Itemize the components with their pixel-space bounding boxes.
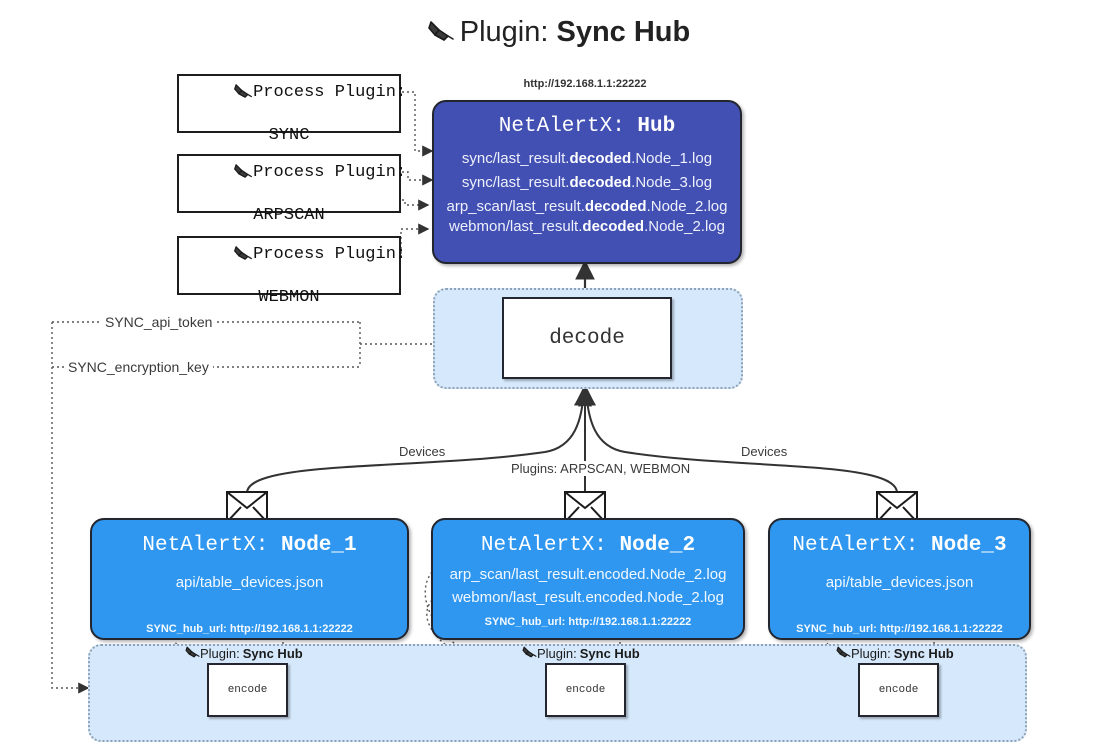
node-log-line: webmon/last_result.encoded.Node_2.log	[452, 589, 724, 606]
node-url-label: SYNC_hub_url: http://192.168.1.1:22222	[484, 616, 692, 628]
title-prefix: Plugin:	[459, 16, 557, 48]
node-box-node-3[interactable]: NetAlertX: Node_3 api/table_devices.json…	[768, 518, 1031, 640]
title-name: Sync Hub	[556, 16, 691, 48]
node-log-line: arp_scan/last_result.encoded.Node_2.log	[449, 566, 727, 583]
node-url-label: SYNC_hub_url: http://192.168.1.1:22222	[796, 623, 1003, 635]
token-label-encryption-key: SYNC_encryption_key	[64, 359, 213, 375]
plug-icon	[172, 61, 253, 126]
envelope-icon	[226, 491, 268, 528]
process-plugin-label: Process Plugin:	[253, 163, 407, 183]
token-label-api: SYNC_api_token	[101, 314, 217, 330]
encode-plugin-label-3: Plugin: Sync Hub	[836, 645, 954, 662]
encode-box-3[interactable]: encode	[858, 663, 939, 717]
page-title: Plugin: Sync Hub	[0, 16, 1117, 52]
plug-icon	[185, 645, 200, 662]
node-box-node-1[interactable]: NetAlertX: Node_1 api/table_devices.json…	[90, 518, 409, 640]
hub-log-line: webmon/last_result.decoded.Node_2.log	[449, 218, 725, 235]
plug-icon	[172, 141, 253, 206]
encode-plugin-label-2: Plugin: Sync Hub	[522, 645, 640, 662]
hub-title: NetAlertX: Hub	[498, 115, 676, 138]
process-plugin-value: ARPSCAN	[253, 206, 325, 226]
plug-icon	[172, 223, 253, 288]
node-log-line: api/table_devices.json	[825, 574, 974, 591]
plug-icon	[522, 645, 537, 662]
hub-box[interactable]: NetAlertX: Hub sync/last_result.decoded.…	[432, 100, 742, 264]
envelope-icon	[876, 491, 918, 528]
hub-log-line: arp_scan/last_result.decoded.Node_2.log	[446, 198, 728, 215]
process-plugin-value: WEBMON	[258, 288, 320, 308]
process-plugin-label: Process Plugin:	[253, 245, 407, 265]
process-plugin-sync[interactable]: Process Plugin: SYNC	[177, 74, 406, 145]
plug-icon	[836, 645, 851, 662]
edge-label-devices-right: Devices	[737, 444, 792, 459]
node-title: NetAlertX: Node_3	[792, 534, 1007, 557]
hub-log-line: sync/last_result.decoded.Node_3.log	[461, 174, 713, 191]
decode-box[interactable]: decode	[502, 297, 672, 379]
edge-label-devices-left: Devices	[395, 444, 450, 459]
encode-plugin-label-1: Plugin: Sync Hub	[185, 645, 303, 662]
node-log-line: api/table_devices.json	[175, 574, 324, 591]
hub-log-line: sync/last_result.decoded.Node_1.log	[461, 150, 713, 167]
encode-box-1[interactable]: encode	[207, 663, 288, 717]
process-plugin-webmon[interactable]: Process Plugin: WEBMON	[177, 236, 406, 307]
edge-label-plugins: Plugins: ARPSCAN, WEBMON	[507, 461, 695, 476]
process-plugin-arpscan[interactable]: Process Plugin: ARPSCAN	[177, 154, 406, 225]
plug-icon	[427, 18, 455, 52]
process-plugin-label: Process Plugin:	[253, 83, 407, 103]
node-title: NetAlertX: Node_2	[480, 534, 696, 557]
node-url-label: SYNC_hub_url: http://192.168.1.1:22222	[146, 623, 353, 635]
hub-url-label: http://192.168.1.1:22222	[523, 78, 647, 90]
process-plugin-value: SYNC	[268, 126, 310, 146]
node-box-node-2[interactable]: NetAlertX: Node_2 arp_scan/last_result.e…	[431, 518, 745, 640]
node-title: NetAlertX: Node_1	[142, 534, 357, 557]
envelope-icon	[564, 491, 606, 528]
encode-box-2[interactable]: encode	[545, 663, 626, 717]
